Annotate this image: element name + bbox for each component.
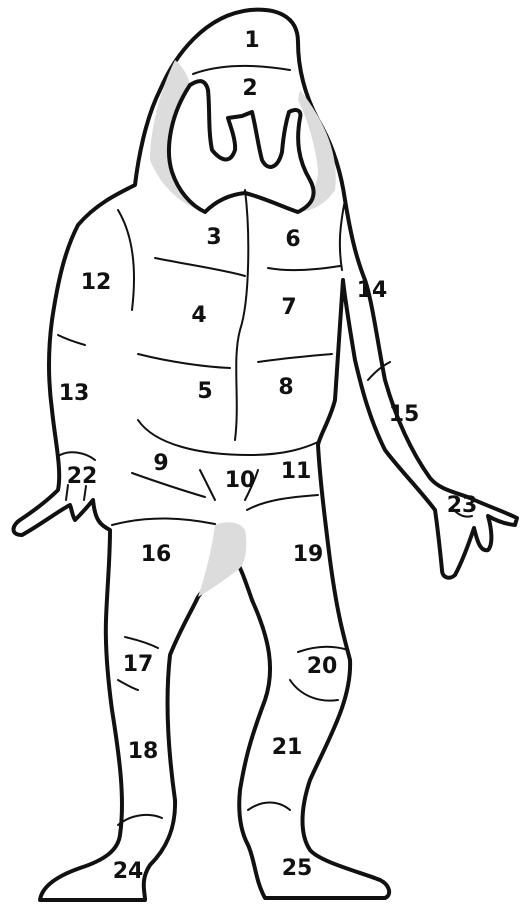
region-number-12: 12 [81, 270, 112, 295]
region-number-1: 1 [244, 28, 259, 53]
region-number-13: 13 [59, 381, 90, 406]
region-number-14: 14 [357, 278, 388, 303]
region-number-2: 2 [242, 76, 257, 101]
region-number-7: 7 [281, 295, 296, 320]
region-number-10: 10 [225, 468, 256, 493]
region-number-15: 15 [389, 402, 420, 427]
region-number-23: 23 [447, 493, 478, 518]
region-number-6: 6 [285, 227, 300, 252]
region-number-17: 17 [123, 652, 154, 677]
region-number-21: 21 [272, 735, 303, 760]
region-number-9: 9 [153, 451, 168, 476]
region-number-20: 20 [307, 654, 338, 679]
region-number-5: 5 [197, 379, 212, 404]
region-number-8: 8 [278, 375, 293, 400]
region-number-19: 19 [293, 542, 324, 567]
region-number-16: 16 [141, 542, 172, 567]
region-number-25: 25 [282, 856, 313, 881]
region-number-18: 18 [128, 739, 159, 764]
region-number-24: 24 [113, 859, 144, 884]
region-number-3: 3 [206, 225, 221, 250]
region-number-4: 4 [191, 303, 206, 328]
region-number-22: 22 [67, 464, 98, 489]
region-number-11: 11 [281, 459, 312, 484]
